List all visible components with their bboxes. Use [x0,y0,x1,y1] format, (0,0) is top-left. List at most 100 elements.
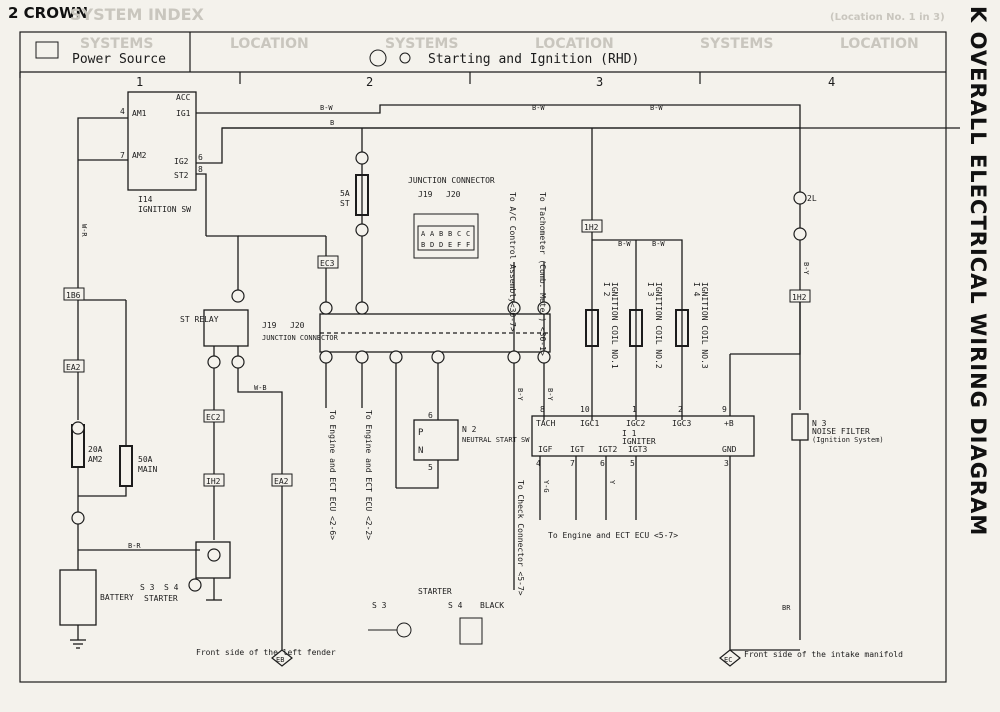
igniter-pin-8: 8 [540,405,545,414]
component-labels: ACC IG1 IG2 ST2 AM1 AM2 4 7 6 8 I14 IGNI… [88,93,884,645]
wiring-diagram: SYSTEM INDEX SYSTEMS LOCATION SYSTEMS LO… [19,5,960,683]
igniter-igt: IGT [570,445,585,454]
side-title-text: K OVERALL ELECTRICAL WIRING DIAGRAM [966,6,990,537]
bleed-location-1: LOCATION [230,36,309,52]
igniter-pin-2: 2 [678,405,683,414]
page-header: 2 CROWN [8,4,89,22]
starter-caption: STARTER [418,587,452,596]
coil2-code: I 3 [646,282,655,297]
igniter-igc3: IGC3 [672,419,691,428]
igniter-igc2: IGC2 [626,419,645,428]
ign-pin-8: 8 [198,165,203,174]
wire-wb: W-B [254,384,267,392]
igniter-tach: TACH [536,419,555,428]
wire-br-ground: BR [782,604,791,612]
starter-conn-s3: S 3 [372,601,387,610]
coil1-name: IGNITION COIL NO.1 [610,282,619,369]
noise-code: N 3 [812,419,827,428]
starter-label: STARTER [144,594,178,603]
jconn-r2-2: D [430,241,434,249]
note-eng3: To Engine and ECT ECU <5-7> [548,531,678,540]
igniter-pin-3: 3 [724,459,729,468]
ign-pin-6: 6 [198,153,203,162]
jconn-r2-5: F [457,241,461,249]
neutral-n: N [418,446,423,456]
wire-bw-2: B-W [532,104,545,112]
neutral-p: P [418,428,424,438]
conn-ec3: EC3 [320,259,335,268]
starter-s3: S 3 [140,583,155,592]
column-4: 4 [828,75,835,89]
wire-bw-1: B-W [320,104,333,112]
bleed-location-3: LOCATION [840,36,919,52]
background-bleed: SYSTEM INDEX SYSTEMS LOCATION SYSTEMS LO… [70,5,945,52]
igniter-igc1: IGC1 [580,419,599,428]
jconn-r2-6: F [466,241,470,249]
wire-yg: Y-G [542,480,550,493]
jconn-r2-4: E [448,241,452,249]
bleed-location-no: (Location No. 1 in 3) [830,12,945,23]
igniter-pin-6: 6 [600,459,605,468]
igniter-pin-7: 7 [570,459,575,468]
coil1-code: I 2 [602,282,611,297]
ign-name: IGNITION SW [138,205,191,214]
igniter-pin-5: 5 [630,459,635,468]
note-ac: To A/C Control Assembly<30-7> [508,192,517,332]
note-check: To Check Connector <5-7> [516,480,525,596]
note-ground-eb: Front side of the left fender [196,648,336,657]
coil2-name: IGNITION COIL NO.2 [654,282,663,369]
section-power-title: Power Source [72,52,166,67]
diagram-frame [19,31,947,683]
igniter-igt3: IGT3 [628,445,647,454]
igniter-pin-9: 9 [722,405,727,414]
fuse-main-name: MAIN [138,465,157,474]
junction-code-b: J20 [290,321,305,330]
jconn-code-b: J20 [446,190,461,199]
fuse-main-rating: 50A [138,455,153,464]
note-tacho: To Tachometer (Comb. Meter) <30-1> [538,192,547,356]
wire-b-1: B [330,119,334,127]
junction-code-a: J19 [262,321,277,330]
column-3: 3 [596,75,603,89]
fuse-st-name: ST [340,199,350,208]
coil3-code: I 4 [692,282,701,297]
igniter-code: I 1 [622,429,637,438]
ign-pin-7: 7 [120,151,125,160]
column-2: 2 [366,75,373,89]
ign-pin-4: 4 [120,107,125,116]
igniter-pin-1: 1 [632,405,637,414]
battery-section-icon [35,41,59,59]
jconn-r2-1: B [421,241,425,249]
column-1: 1 [136,75,143,89]
section-starting-title: Starting and Ignition (RHD) [428,52,639,67]
bleed-systems-2: SYSTEMS [385,36,458,52]
starter-section-icon [369,49,387,67]
section-titles: Power Source Starting and Ignition (RHD)… [35,41,835,89]
conn-1b6: 1B6 [66,291,81,300]
conn-2l: 2L [807,194,817,203]
ignition-switch-body [127,91,197,191]
coil-labels: I 2 IGNITION COIL NO.1 I 3 IGNITION COIL… [602,282,709,369]
jconn-r1-3: B [439,230,443,238]
conn-ea2-right: EA2 [274,477,289,486]
neutral-pin-6: 6 [428,411,433,420]
igniter-name: IGNITER [622,437,656,446]
conn-1h2-right: 1H2 [792,293,807,302]
st-relay-label: ST RELAY [180,315,219,324]
jconn-r1-2: A [430,230,435,238]
bleed-title: SYSTEM INDEX [70,5,205,24]
conn-ea2-left: EA2 [66,363,81,372]
starter-conn-s4: S 4 [448,601,463,610]
wire-by-1: B-Y [516,388,524,401]
wire-bw-5: B-W [652,240,665,248]
jconn-r1-5: C [457,230,461,238]
neutral-code: N 2 [462,425,477,434]
jconn-r1-1: A [421,230,426,238]
ign-st2: ST2 [174,171,189,180]
note-ground-ec: Front side of the intake manifold [744,650,903,659]
wire-by-3: B-Y [802,262,810,275]
battery-label: BATTERY [100,593,134,602]
starter-s4: S 4 [164,583,179,592]
wire-bw-3: B-W [650,104,663,112]
fuse-st-rating: 5A [340,189,350,198]
